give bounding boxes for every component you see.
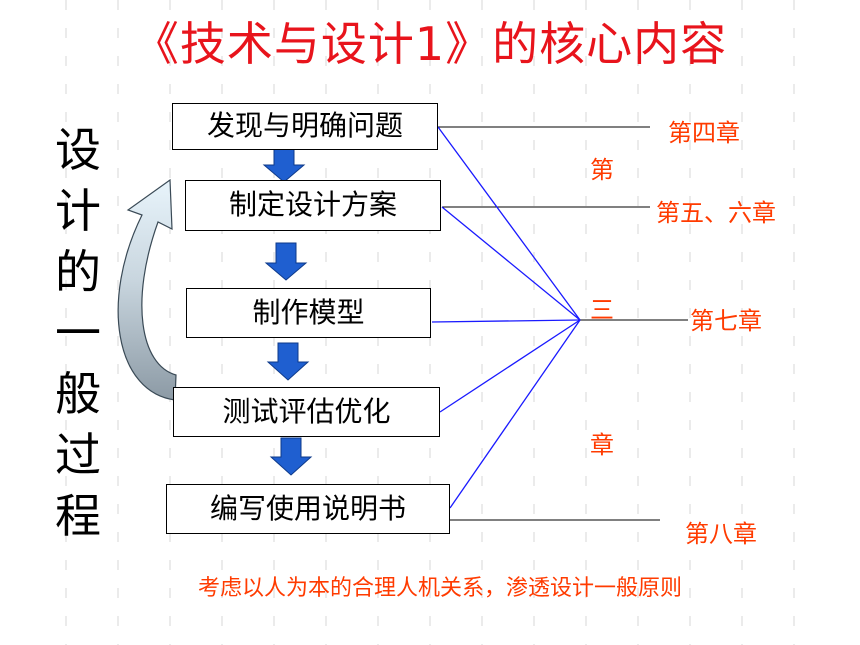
- side-title-char: 的: [55, 245, 101, 299]
- step-box-make-model: 制作模型: [186, 288, 431, 338]
- page-title: 《技术与设计1》的核心内容: [132, 17, 728, 71]
- chapter-label-8: 第八章: [685, 520, 757, 548]
- feedback-curve-arrow: [117, 178, 177, 401]
- step-box-test-evaluate: 测试评估优化: [173, 387, 440, 437]
- link-line: [431, 319, 581, 323]
- side-title-char: 般: [55, 367, 101, 421]
- link-line: [439, 319, 581, 413]
- down-arrow-icon: [262, 144, 306, 183]
- side-title-char: 过: [55, 428, 101, 482]
- chapter-label-3-bot: 章: [590, 431, 614, 459]
- chapter-label-5-6: 第五、六章: [656, 199, 776, 227]
- side-title-char: 设: [55, 123, 101, 177]
- side-title-char: 一: [55, 306, 101, 360]
- side-title-char: 计: [55, 184, 101, 238]
- down-arrow-icon: [269, 437, 313, 476]
- chapter-label-7: 第七章: [690, 307, 762, 335]
- step-box-find-problem: 发现与明确问题: [172, 103, 438, 150]
- footer-note: 考虑以人为本的合理人机关系，渗透设计一般原则: [197, 576, 682, 601]
- link-line: [449, 319, 581, 509]
- step-box-design-plan: 制定设计方案: [185, 180, 441, 231]
- chapter-label-3-top: 第: [590, 156, 614, 184]
- side-title-char: 程: [55, 489, 101, 543]
- side-title: 设 计 的 一 般 过 程: [46, 120, 110, 547]
- link-line: [441, 206, 581, 321]
- step-box-write-manual: 编写使用说明书: [166, 484, 450, 534]
- down-arrow-icon: [264, 242, 308, 281]
- link-line: [437, 126, 581, 321]
- chapter-label-4: 第四章: [668, 119, 740, 147]
- down-arrow-icon: [266, 342, 310, 381]
- chapter-label-3-mid: 三: [590, 296, 614, 324]
